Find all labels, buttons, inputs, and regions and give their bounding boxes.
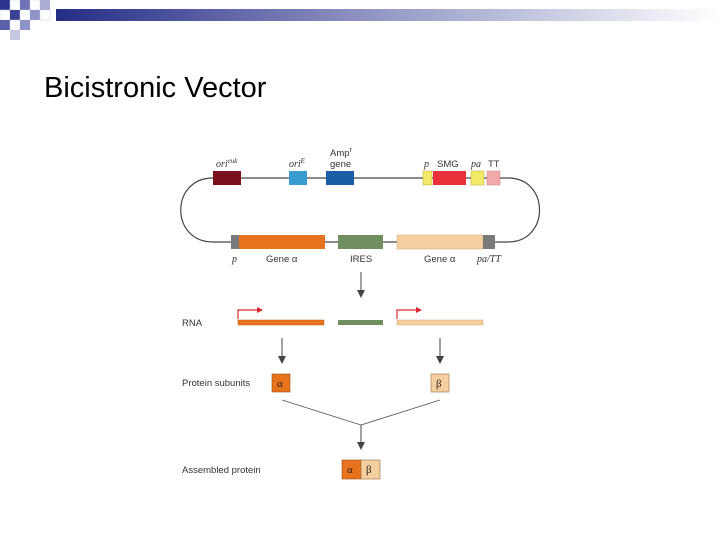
translation-start-arrow-head-icon [257,307,263,313]
assembled-beta-box [360,459,381,480]
gradient-band [56,9,720,21]
corner-square [0,0,10,10]
ori-euk-box [213,171,241,185]
smg-label: SMG [437,159,459,170]
pa-box [470,170,485,186]
gene-alpha-2-label: Gene α [424,254,456,265]
protein-subunits-label: Protein subunits [182,378,250,389]
rna-gene-beta-segment [396,319,484,326]
rna-gene-alpha-segment [237,319,325,326]
amp-gene-label: gene [330,159,351,170]
rna-label: RNA [182,318,203,329]
translation-start-arrow-icon [237,309,258,319]
arrow-head-icon [278,356,286,364]
corner-square [10,30,20,40]
subunit-alpha-box [271,373,291,393]
translation-start-arrow-head-icon [416,307,422,313]
pa-tt-box [483,235,495,249]
pa-tt-label: pa/TT [476,254,502,265]
ires-label: IRES [350,254,372,265]
ori-euk-label: orieuk [216,157,238,170]
corner-square [20,0,30,10]
arrow-head-icon [357,442,365,450]
slide-title: Bicistronic Vector [44,72,267,104]
corner-square [10,10,20,20]
plasmid-backbone [180,177,540,243]
pa-label: pa [470,159,481,170]
gene-alpha-box [239,235,325,249]
arrow-head-icon [357,290,365,298]
subunit-beta-symbol: β [436,378,442,390]
ires-box [338,235,383,249]
assembled-protein-label: Assembled protein [182,465,261,476]
promoter-box [422,170,433,186]
amp-gene-box [326,171,354,185]
ori-e-box [289,171,307,185]
corner-square [40,0,50,10]
promoter-label: p [423,159,429,170]
tt-box [486,170,501,186]
corner-square [39,9,51,21]
corner-square [30,10,40,20]
tt-label: TT [488,159,500,170]
smg-box [433,171,466,185]
assembled-alpha-symbol: α [347,464,353,476]
corner-square [0,20,10,30]
assembly-line-right [360,399,441,426]
ori-e-label: oriE [289,157,306,170]
corner-square [20,20,30,30]
corner-decoration [0,0,720,40]
gene-alpha-label: Gene α [266,254,298,265]
rna-ires-segment [338,320,383,325]
arrow-head-icon [436,356,444,364]
bottom-promoter-label: p [231,254,237,265]
bottom-promoter-box [231,235,239,249]
assembly-line-left [281,399,362,426]
subunit-alpha-symbol: α [277,378,283,390]
translation-start-arrow-icon [396,309,417,319]
subunit-beta-box [430,373,450,393]
assembled-beta-symbol: β [366,464,372,476]
amp-label: Ampr [330,147,353,159]
gene-alpha-2-box [396,234,484,250]
